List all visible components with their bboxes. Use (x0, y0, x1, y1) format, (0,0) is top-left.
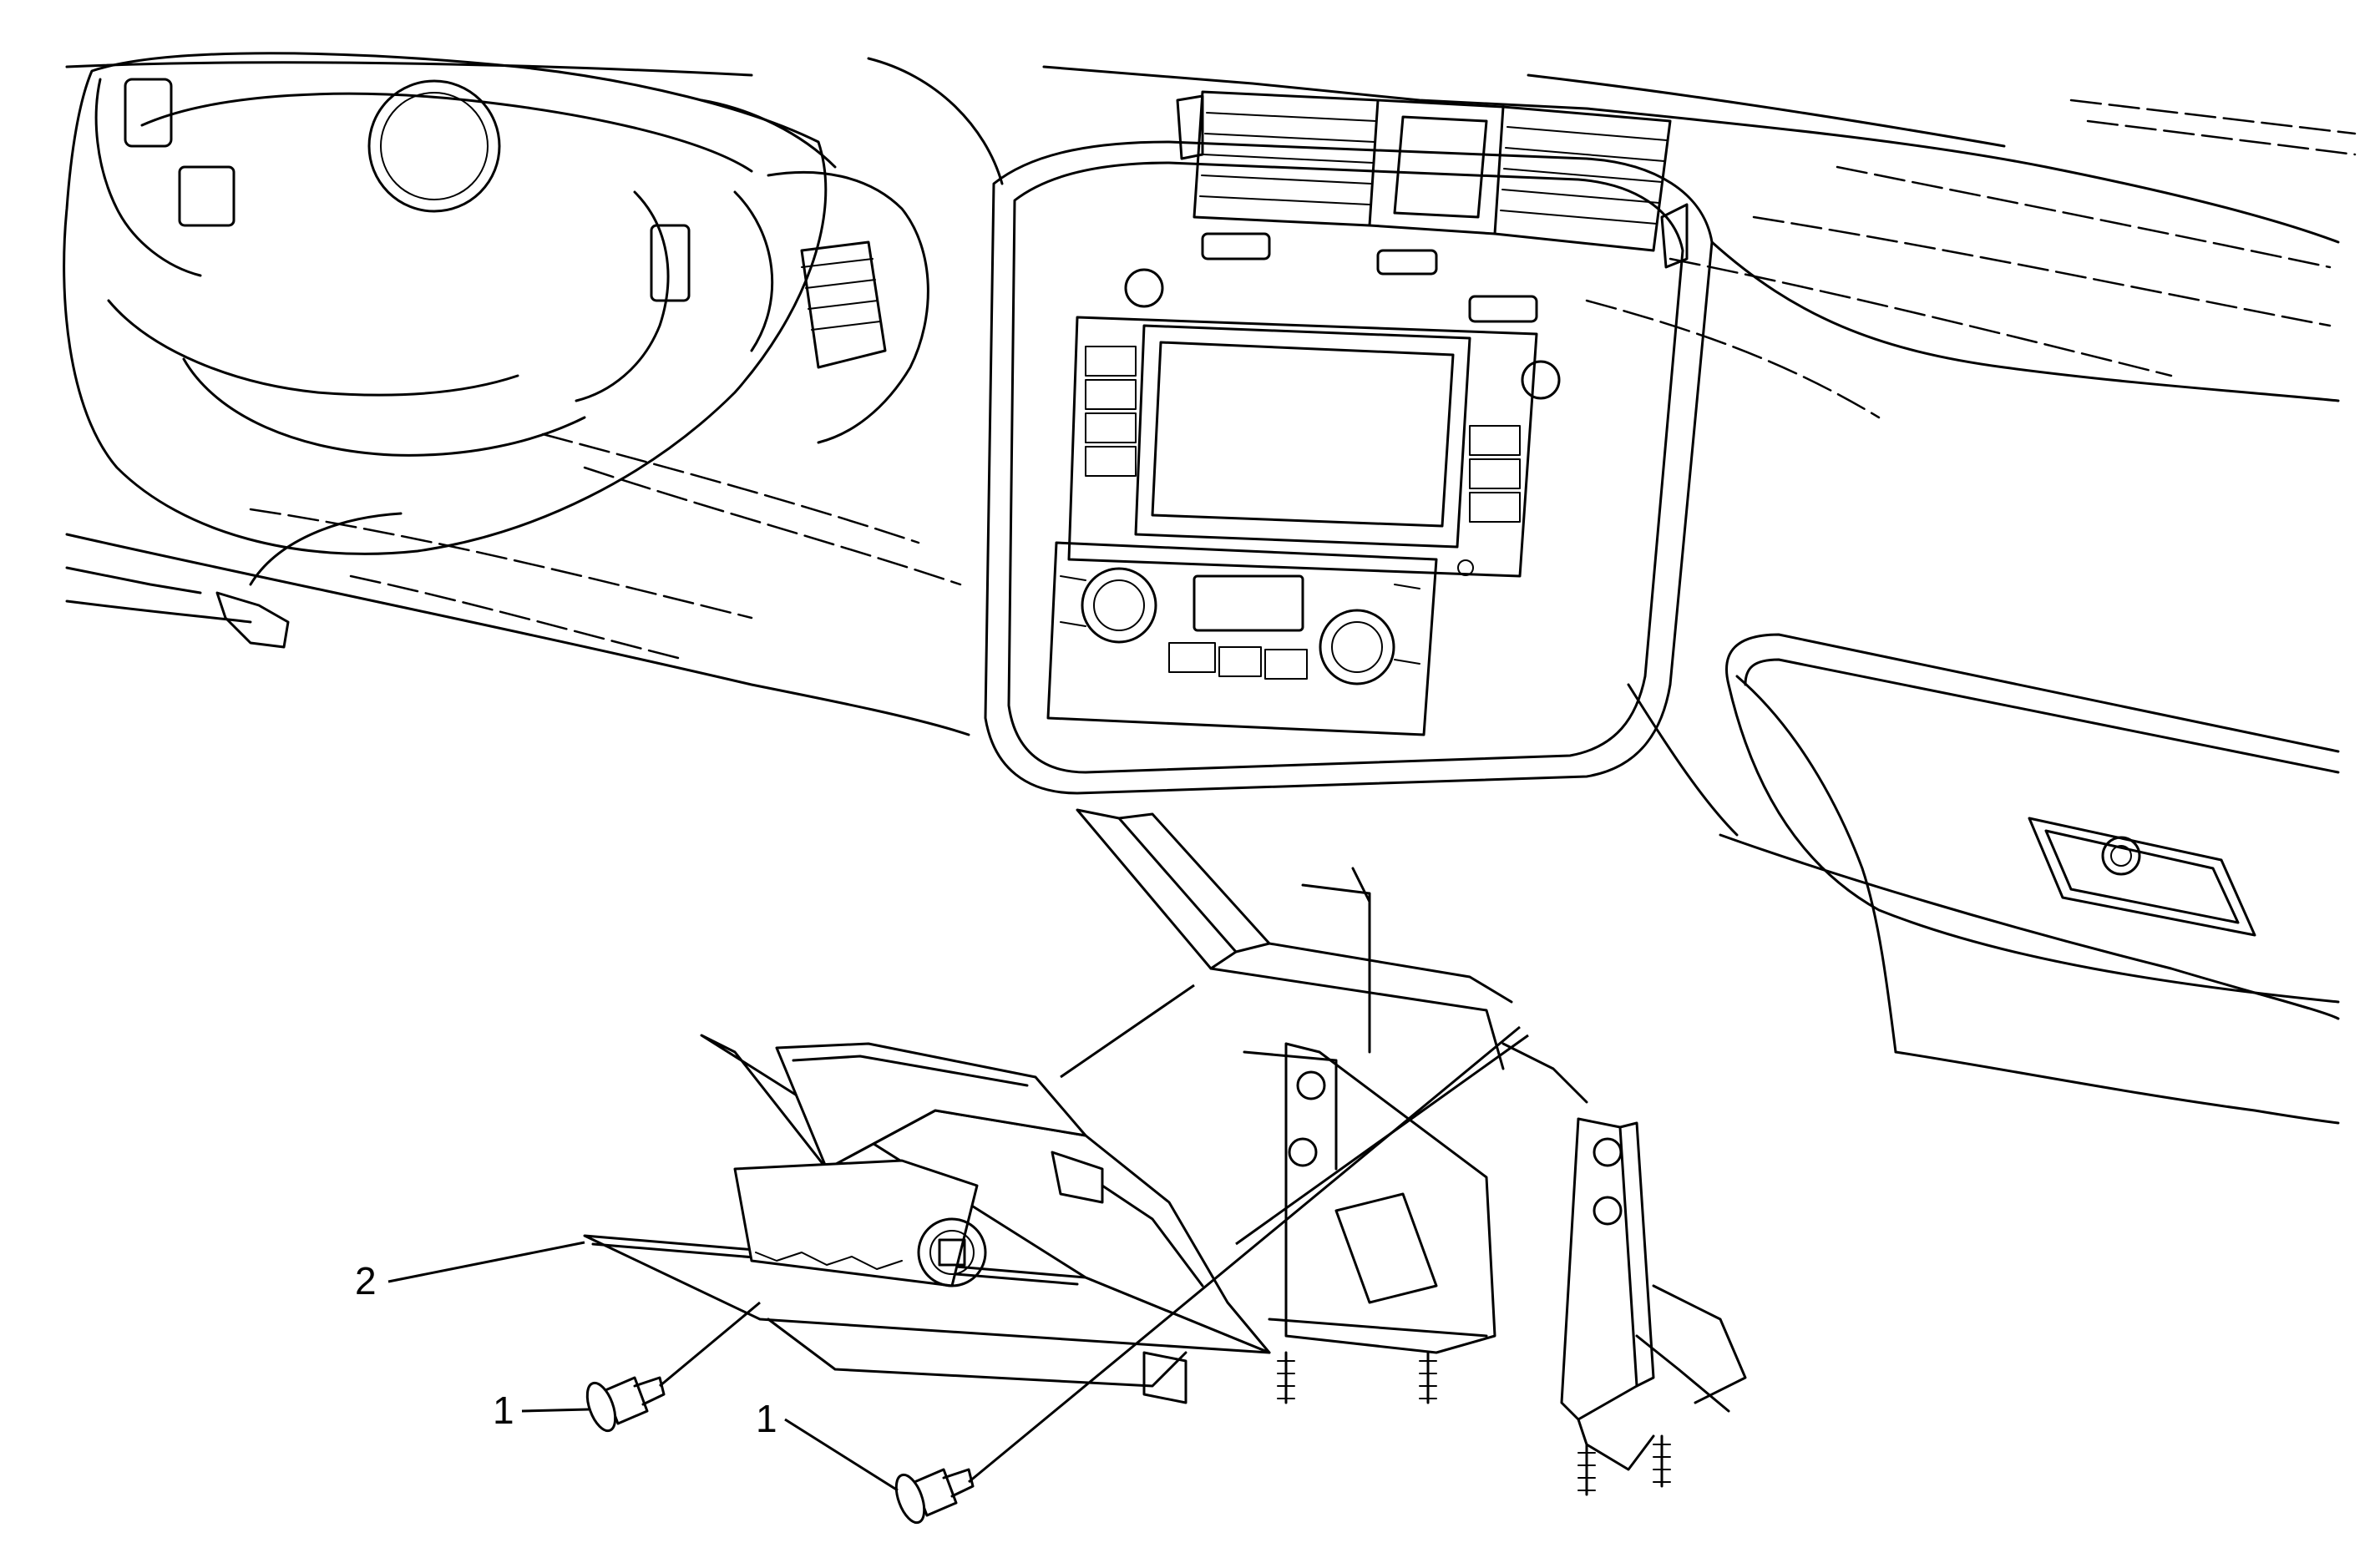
hvac-control-panel (1046, 541, 1438, 736)
center-support-bracket (1076, 808, 1747, 1496)
glove-box (1725, 633, 2340, 1004)
steering-wheel (63, 52, 828, 586)
alignment-lines (659, 984, 1529, 1484)
callout-1-right: 1 (756, 1397, 899, 1492)
screw-right (894, 1468, 975, 1525)
radio-display-unit (1067, 268, 1561, 578)
screw-left (585, 1376, 666, 1433)
callout-label: 1 (756, 1397, 777, 1440)
callout-label: 2 (355, 1259, 377, 1303)
center-air-vents (1176, 90, 1689, 323)
callout-2: 2 (355, 1241, 585, 1303)
center-console-bezel (583, 1034, 1271, 1404)
instrument-panel-body (65, 61, 2357, 1125)
callout-1-left: 1 (493, 1389, 590, 1432)
steering-column (700, 57, 1004, 444)
callout-label: 1 (493, 1389, 514, 1432)
